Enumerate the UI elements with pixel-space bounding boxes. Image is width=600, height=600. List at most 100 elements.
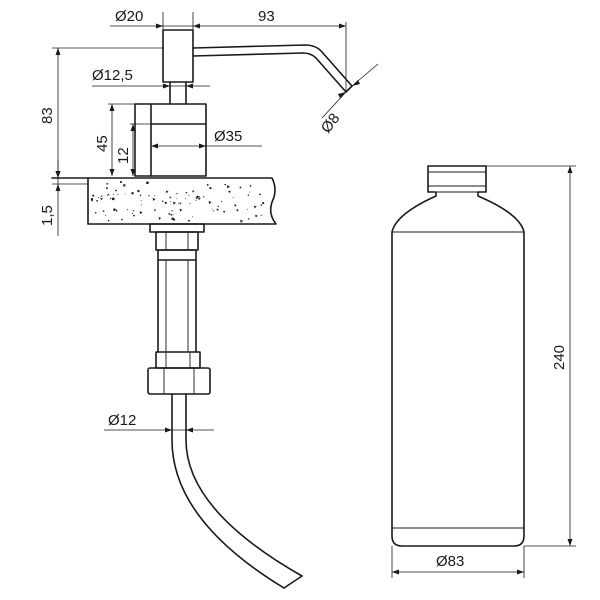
countertop-speck	[113, 208, 116, 211]
countertop-speck	[212, 210, 215, 212]
countertop-speck	[106, 187, 108, 190]
countertop-speck	[196, 195, 199, 199]
countertop-speck	[179, 208, 183, 212]
countertop-speck	[170, 213, 173, 216]
countertop-speck	[111, 197, 115, 201]
countertop-speck	[260, 204, 262, 206]
countertop-speck	[172, 201, 176, 205]
countertop-speck	[92, 194, 95, 197]
countertop-speck	[248, 218, 250, 220]
pump-cap	[162, 29, 194, 83]
countertop-speck	[153, 195, 156, 197]
label-240: 240	[551, 345, 568, 370]
label-83: 83	[39, 107, 56, 124]
countertop-speck	[169, 196, 172, 199]
dispenser-head	[134, 29, 353, 177]
countertop-speck	[158, 217, 162, 220]
mounting-nut	[155, 231, 199, 251]
countertop-speck	[100, 195, 103, 198]
countertop-speck	[246, 208, 248, 210]
countertop-speck	[139, 194, 142, 197]
pump-collar	[134, 103, 207, 177]
countertop-speck	[236, 209, 239, 212]
coupling-body	[147, 367, 211, 395]
countertop-speck	[115, 189, 117, 192]
countertop-speck	[187, 219, 191, 223]
countertop-speck	[154, 209, 156, 211]
countertop-speck	[90, 197, 94, 201]
shank-collar	[157, 249, 197, 261]
countertop-speck	[240, 219, 243, 223]
countertop-speck	[234, 204, 237, 207]
refill-bottle	[391, 165, 525, 547]
countertop-speck	[148, 194, 150, 197]
dimensions: Ø20 93 Ø8 Ø12,5 83 45 12	[39, 8, 576, 578]
countertop-speck	[262, 202, 265, 205]
label-d12: Ø12	[108, 412, 136, 429]
countertop-speck	[220, 200, 223, 203]
countertop-speck	[217, 205, 219, 207]
countertop-speck	[198, 197, 201, 201]
label-45: 45	[94, 135, 111, 152]
countertop-speck	[249, 185, 252, 187]
countertop-speck	[191, 216, 193, 218]
countertop	[51, 177, 277, 225]
countertop-speck	[195, 197, 198, 200]
countertop-speck	[239, 186, 242, 189]
countertop-speck	[185, 191, 188, 194]
countertop-speck	[146, 181, 149, 185]
countertop-speck	[232, 197, 234, 199]
countertop-speck	[119, 181, 122, 184]
countertop-speck	[253, 205, 257, 209]
countertop-speck	[121, 218, 123, 221]
countertop-speck	[164, 201, 167, 204]
countertop-speck	[102, 210, 105, 213]
countertop-speck	[198, 196, 200, 198]
countertop-speck	[216, 208, 219, 212]
countertop-speck	[195, 199, 197, 202]
countertop-speck	[260, 214, 262, 216]
hose-outer	[171, 393, 285, 589]
label-d35: Ø35	[214, 128, 242, 145]
label-d12-5: Ø12,5	[92, 67, 133, 84]
pump-mechanism	[147, 223, 303, 589]
countertop-speck	[184, 198, 187, 200]
countertop-speck	[131, 212, 134, 215]
countertop-speck	[117, 193, 119, 196]
countertop-speck	[105, 214, 107, 216]
countertop-speck	[208, 200, 212, 205]
countertop-speck	[172, 214, 174, 216]
countertop-speck	[189, 203, 191, 205]
spout-upper	[192, 44, 353, 87]
countertop-speck	[139, 211, 143, 215]
countertop-speck	[202, 196, 205, 198]
countertop-speck	[100, 197, 103, 201]
countertop-speck	[113, 193, 114, 195]
countertop-speck	[107, 219, 110, 222]
countertop-speck	[131, 192, 134, 195]
countertop-speck	[228, 190, 231, 193]
countertop-speck	[223, 210, 226, 213]
countertop-speck	[162, 200, 164, 203]
countertop-speck	[224, 183, 227, 186]
countertop-speck	[171, 210, 174, 212]
coupling-nut	[155, 351, 201, 369]
label-12: 12	[115, 147, 132, 164]
countertop-speck	[206, 184, 209, 186]
countertop-speck	[179, 202, 182, 205]
countertop-speck	[168, 212, 171, 215]
countertop-speck	[98, 196, 100, 199]
countertop-speck	[170, 201, 172, 203]
hose-inner	[185, 393, 303, 577]
countertop-speck	[177, 202, 179, 204]
countertop-speck	[132, 210, 135, 212]
countertop-speck	[247, 194, 250, 196]
label-d83: Ø83	[436, 553, 464, 570]
countertop-speck	[173, 218, 176, 221]
countertop-speck	[109, 197, 112, 200]
countertop-speck	[124, 193, 126, 195]
spout-lower	[192, 52, 347, 93]
countertop-speck	[140, 204, 142, 206]
countertop-speck	[140, 200, 142, 202]
